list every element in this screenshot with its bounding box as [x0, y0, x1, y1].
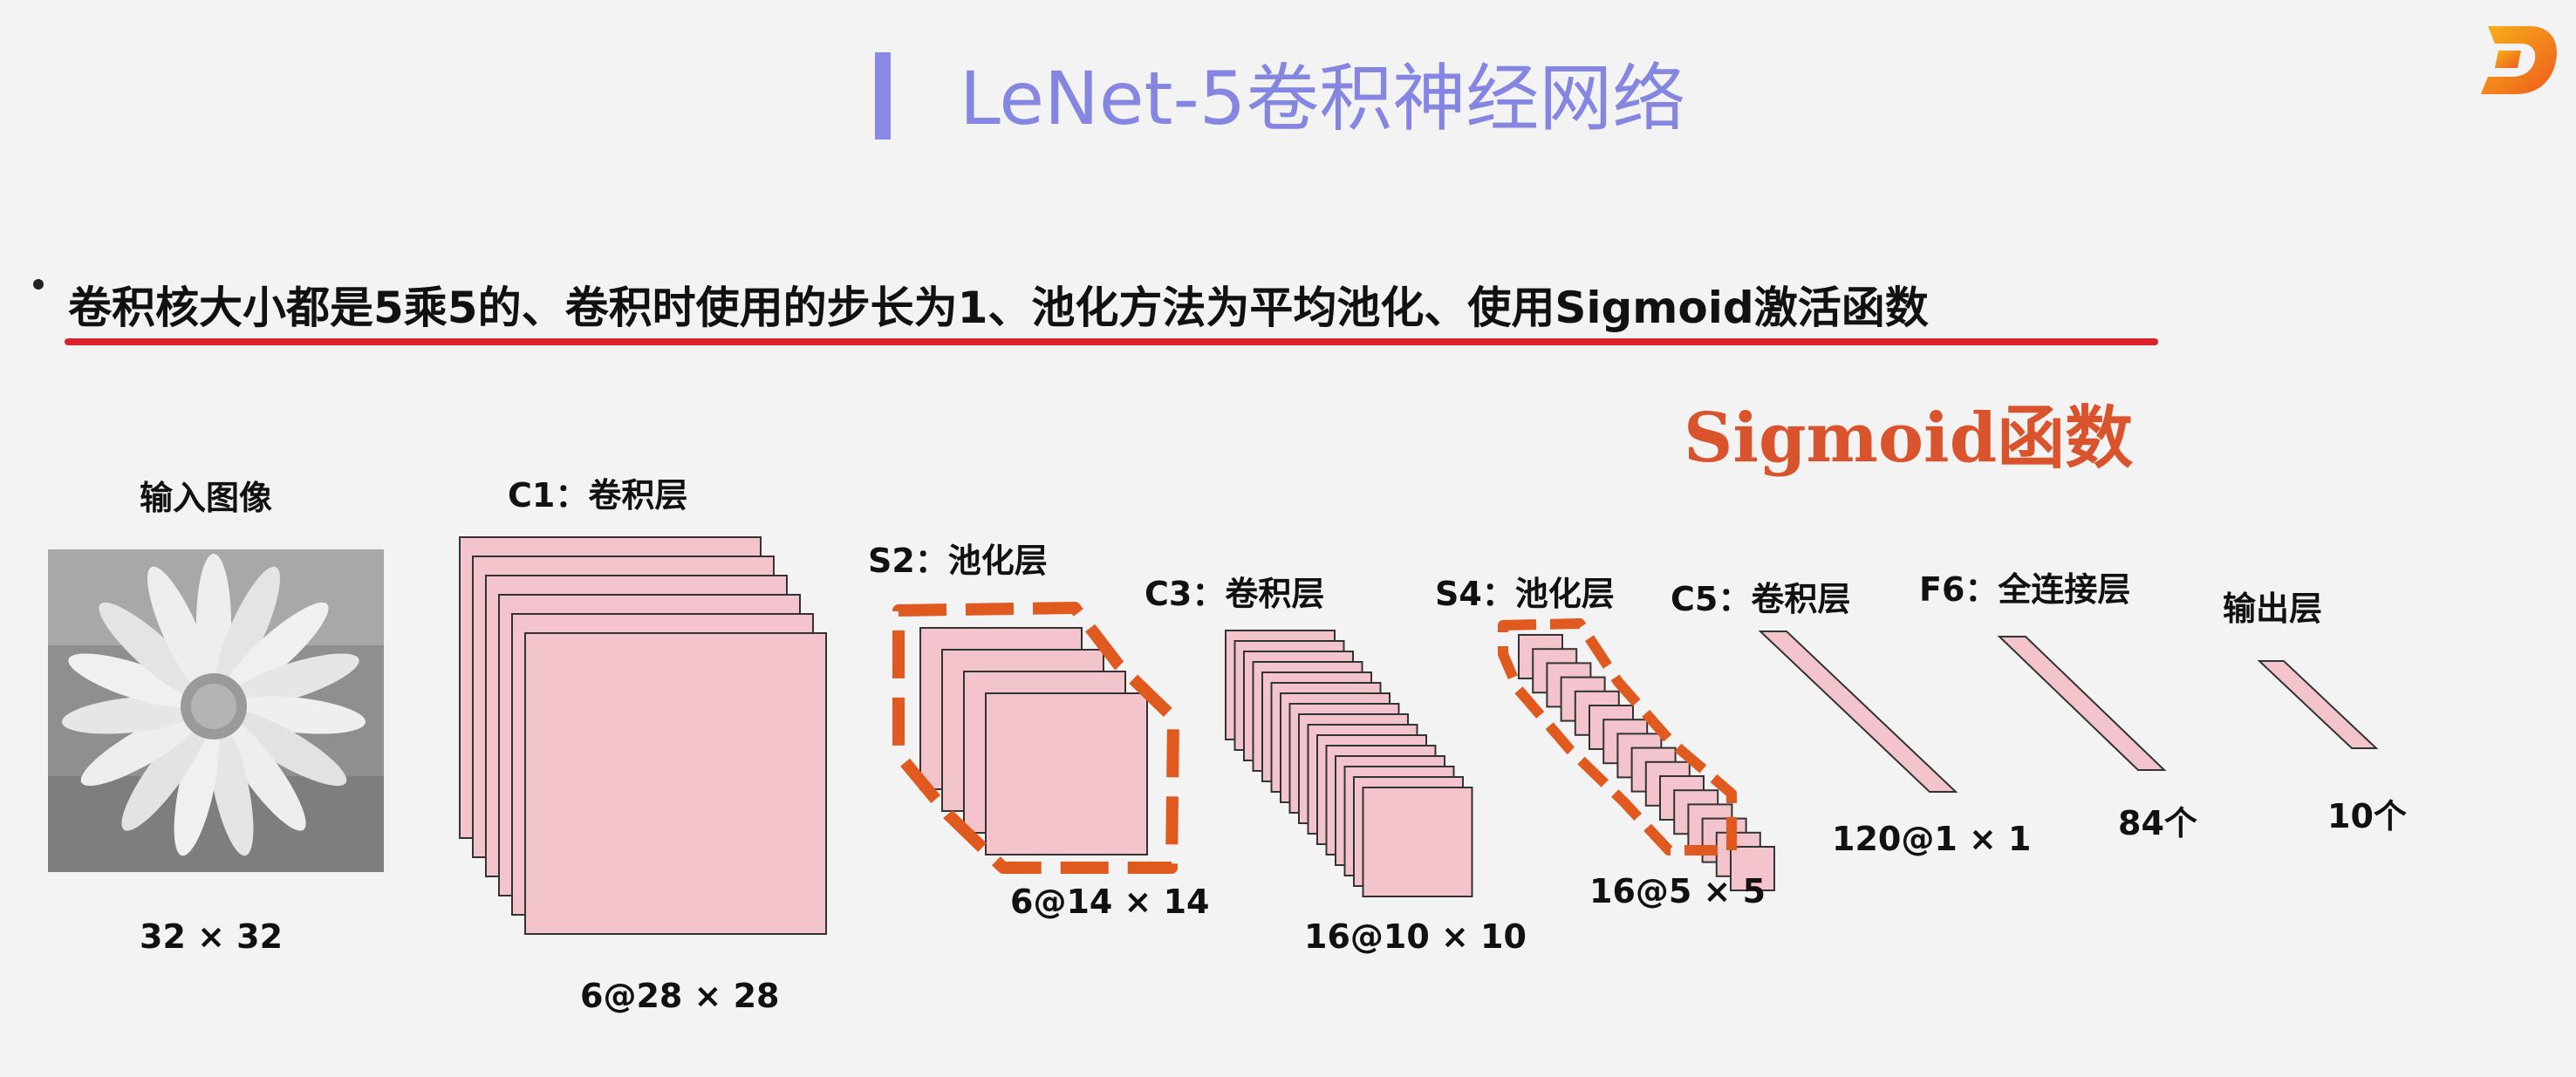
s2-label: S2：池化层 [868, 542, 1048, 580]
output-vector [2257, 660, 2379, 749]
sigmoid-label: Sigmoid函数 [1684, 399, 2134, 478]
s4-feature-maps [1518, 634, 1775, 891]
c3-feature-maps [1225, 630, 1473, 897]
input-dim: 32 × 32 [140, 917, 284, 956]
c5-dim: 120@1 × 1 [1832, 820, 2032, 858]
c5-label: C5：卷积层 [1671, 580, 1851, 618]
f6-label: F6：全连接层 [1919, 570, 2131, 609]
slide-title: LeNet-5卷积神经网络 [960, 56, 1686, 141]
s4-dim: 16@5 × 5 [1589, 872, 1766, 910]
brand-d-logo-icon [2477, 16, 2565, 103]
c3-dim: 16@10 × 10 [1304, 917, 1527, 956]
f6-dim: 84个 [2118, 804, 2197, 842]
s2-dashed-outline [892, 602, 1179, 874]
s4-dashed-outline [1498, 618, 1737, 855]
s2-feature-maps [919, 627, 1148, 855]
s2-map-4 [985, 692, 1148, 855]
s4-map-16 [1730, 846, 1775, 891]
c3-label: C3：卷积层 [1145, 575, 1325, 613]
title-accent-bar [875, 52, 891, 140]
c5-vector [1758, 631, 1958, 793]
bullet-dot [33, 279, 44, 290]
bullet-text: 卷积核大小都是5乘5的、卷积时使用的步长为1、池化方法为平均池化、使用Sigmo… [68, 283, 1929, 333]
f6-vector [1997, 636, 2167, 771]
c1-feature-maps [459, 536, 827, 935]
c3-map-16 [1362, 787, 1473, 897]
c1-label: C1：卷积层 [508, 476, 688, 515]
red-underline [65, 338, 2158, 345]
s2-dim: 6@14 × 14 [1010, 883, 1210, 921]
input-flower-image [48, 549, 384, 872]
output-label: 输出层 [2223, 590, 2323, 628]
c1-map-6 [524, 632, 827, 935]
c1-dim: 6@28 × 28 [580, 977, 780, 1015]
s4-label: S4：池化层 [1435, 575, 1615, 613]
input-label: 输入图像 [140, 479, 273, 517]
output-dim: 10个 [2327, 797, 2407, 835]
